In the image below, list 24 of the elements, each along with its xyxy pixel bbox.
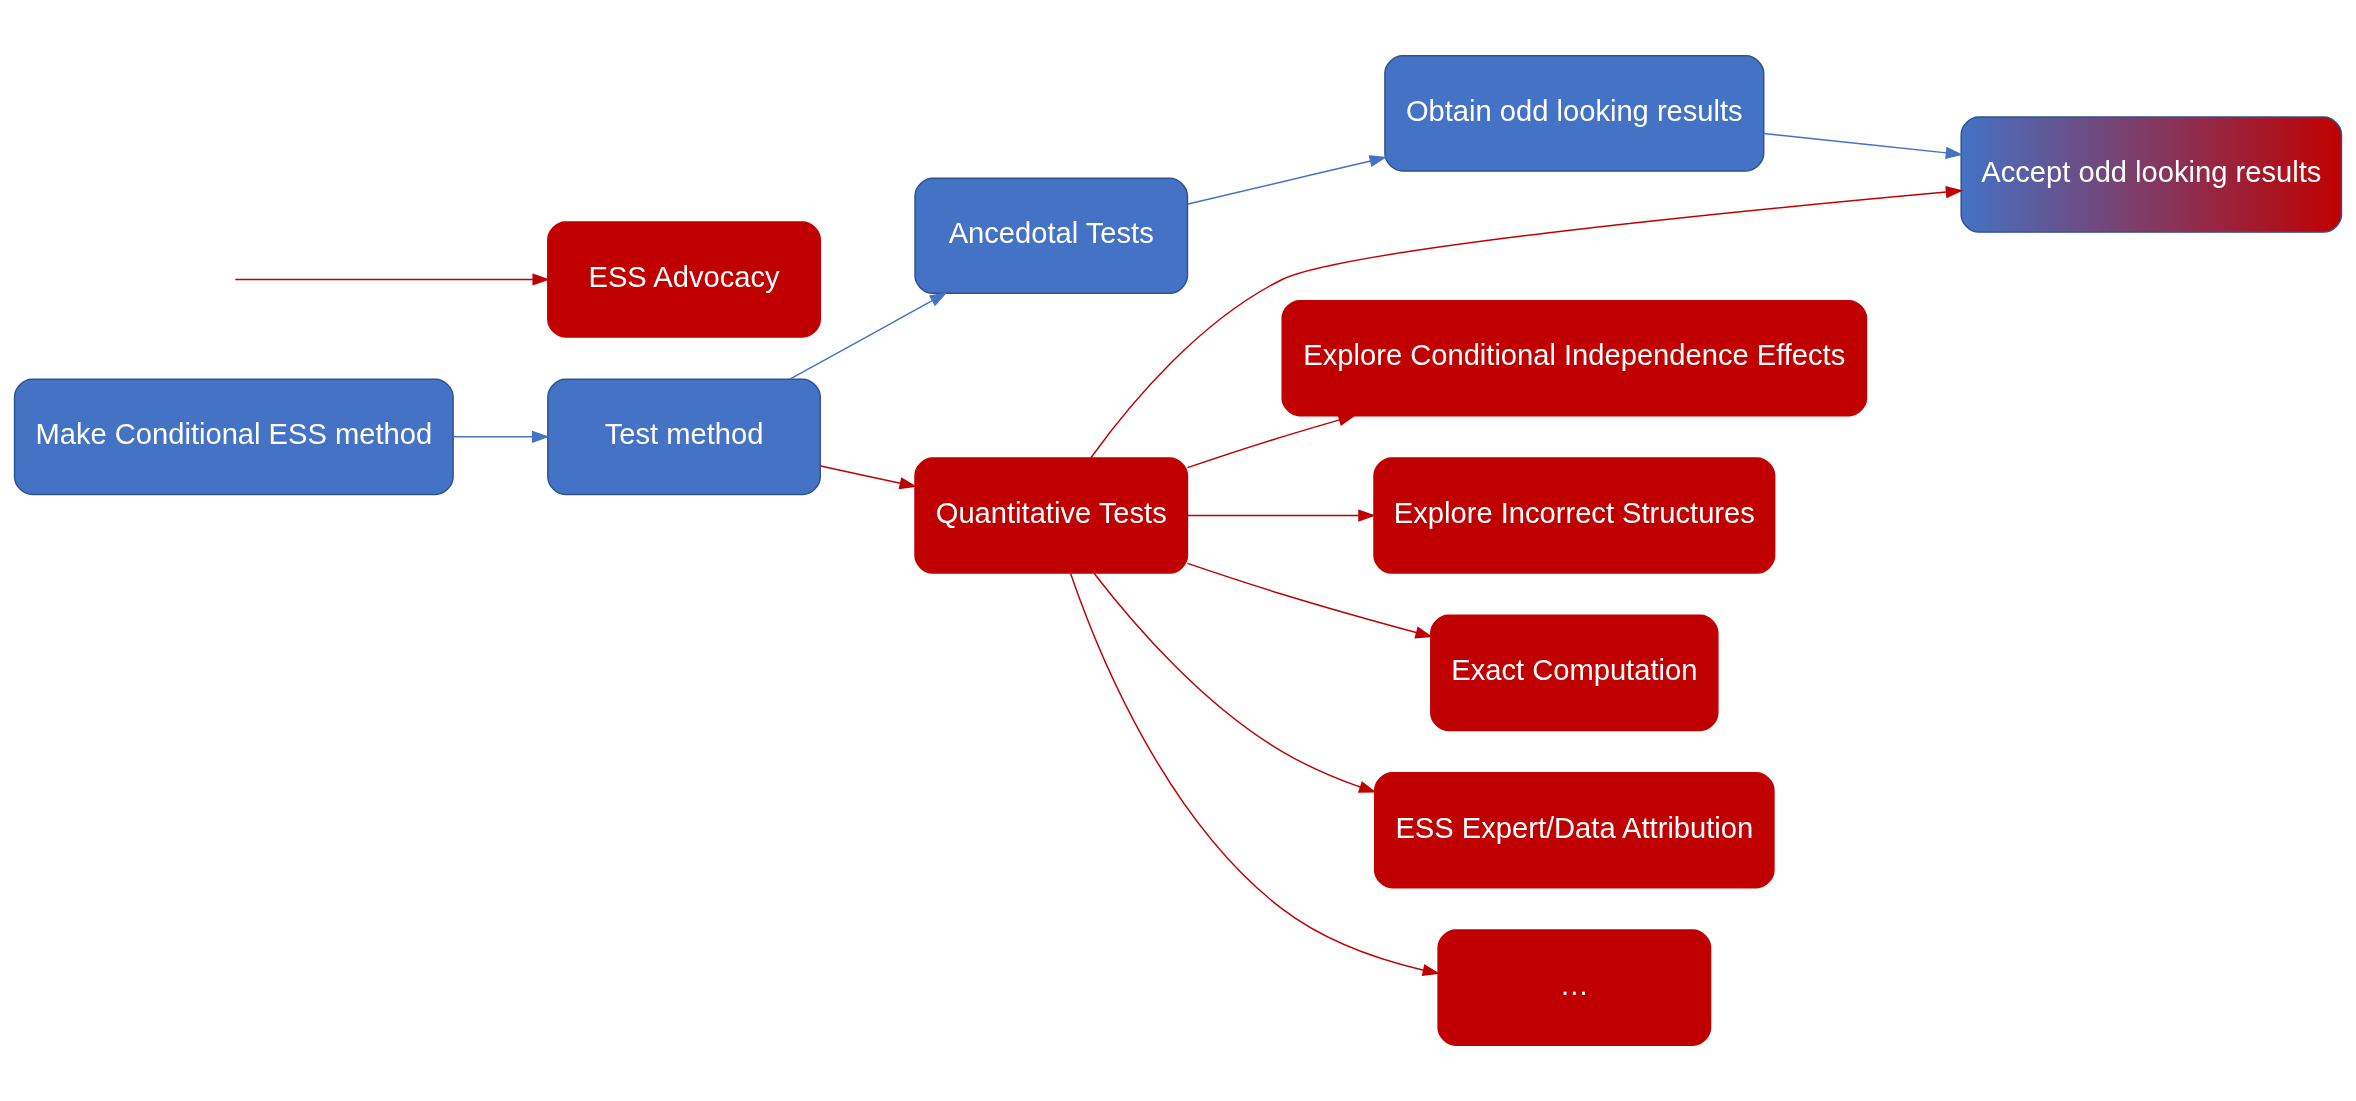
arrow <box>1187 509 1376 522</box>
arrow <box>789 292 948 380</box>
arrow <box>819 465 918 490</box>
arrow <box>1763 132 1964 159</box>
node-box: Quantitative Tests <box>914 457 1189 574</box>
node-box: Ancedotal Tests <box>914 177 1189 295</box>
arrow <box>452 430 550 443</box>
node-box: Obtain odd looking results <box>1384 55 1765 172</box>
node-box: Accept odd looking results <box>1960 116 2343 233</box>
node-box: Make Conditional ESS method <box>13 378 454 496</box>
node-box: Test method <box>547 378 821 496</box>
arrow <box>1187 155 1388 205</box>
node-box: … <box>1437 929 1712 1046</box>
node-box: Explore Incorrect Structures <box>1373 457 1776 574</box>
node-box: Explore Conditional Independence Effects <box>1281 299 1868 417</box>
arrow <box>1186 414 1356 469</box>
arrow <box>1090 185 1964 459</box>
node-box: ESS Expert/Data Attribution <box>1373 771 1775 889</box>
node-box: ESS Advocacy <box>547 221 821 338</box>
arrow <box>1069 572 1441 977</box>
node-box: Exact Computation <box>1430 614 1719 732</box>
arrow <box>1186 562 1433 639</box>
arrow <box>234 273 550 286</box>
arrow <box>1093 572 1377 793</box>
